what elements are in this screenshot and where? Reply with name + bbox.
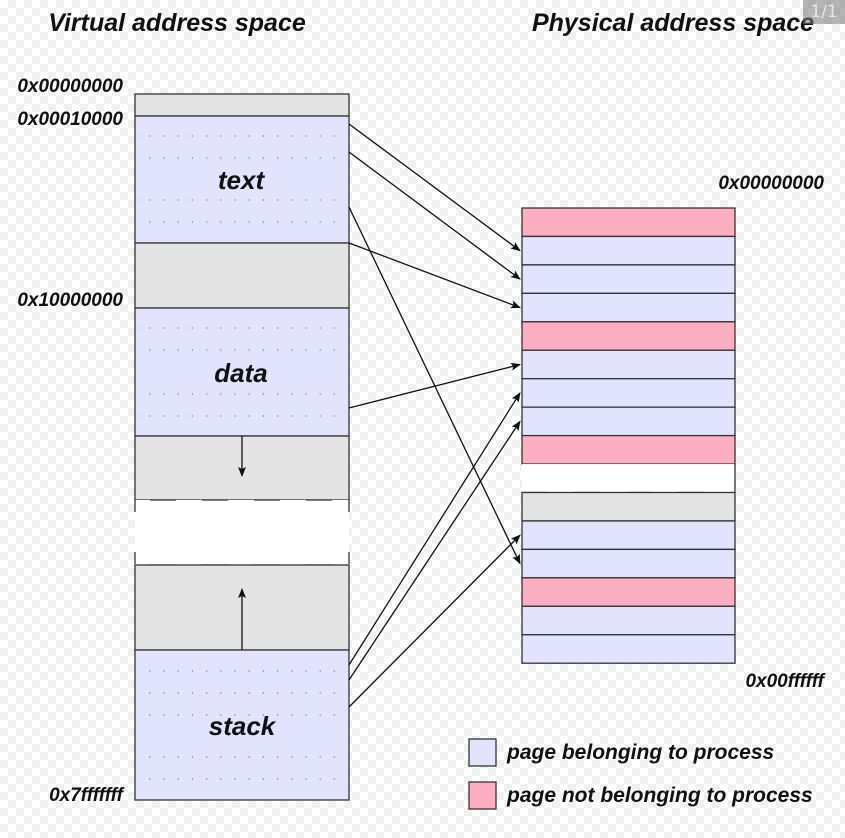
- page-counter: 1/1: [803, 0, 845, 24]
- physical-page-belonging: [521, 349, 736, 380]
- virtual-addr-start: 0x00000000: [17, 76, 123, 97]
- segment-stack: [134, 649, 350, 801]
- physical-page-belonging: [521, 406, 736, 437]
- mapping-arrow-stack: [348, 420, 521, 681]
- physical-page-not-belonging: [521, 434, 736, 465]
- segment-data: [134, 307, 350, 437]
- physical-page-belonging: [521, 605, 736, 636]
- segment-text-label: text: [218, 165, 266, 195]
- physical-page-belonging: [521, 292, 736, 323]
- segment-text: [134, 115, 350, 244]
- physical-page-belonging: [521, 634, 736, 664]
- segment-reserved: [134, 93, 350, 117]
- physical-addr-start: 0x00000000: [718, 173, 824, 194]
- legend: page belonging to process page not belon…: [468, 738, 813, 810]
- physical-addr-end: 0x00ffffff: [745, 671, 825, 692]
- physical-page-belonging: [521, 520, 736, 551]
- virtual-space-title: Virtual address space: [48, 9, 306, 37]
- virtual-addr-text-start: 0x00010000: [17, 109, 123, 130]
- page-mapping-arrows: [348, 123, 521, 708]
- physical-page-belonging: [521, 548, 736, 579]
- legend-swatch-not-belonging: [468, 781, 497, 810]
- virtual-address-column: text data stack: [134, 93, 350, 801]
- physical-page-belonging: [521, 378, 736, 408]
- segment-unused-1: [134, 242, 350, 309]
- virtual-addr-data-start: 0x10000000: [17, 290, 123, 311]
- legend-swatch-belonging: [468, 738, 497, 767]
- segment-stack-label: stack: [209, 711, 277, 741]
- virtual-addr-end: 0x7fffffff: [49, 785, 125, 806]
- mapping-arrow-text: [348, 242, 521, 309]
- mapping-arrow-data: [348, 362, 521, 409]
- physical-page-not-belonging: [521, 577, 736, 607]
- mapping-arrow-text: [348, 151, 521, 280]
- mapping-arrow-stack: [348, 392, 521, 666]
- physical-page-belonging: [521, 235, 736, 266]
- physical-address-column: [521, 207, 736, 664]
- segment-data-label: data: [214, 358, 267, 388]
- segment-gap: [135, 500, 349, 565]
- physical-page-not-belonging: [521, 321, 736, 351]
- mapping-arrow-text: [348, 206, 521, 565]
- physical-page-gap: [522, 464, 735, 493]
- mapping-arrow-text: [348, 123, 521, 252]
- physical-page-not-belonging: [521, 207, 736, 238]
- legend-label-belonging: page belonging to process: [506, 741, 774, 764]
- physical-page-unused: [521, 491, 736, 522]
- physical-space-title: Physical address space: [532, 9, 814, 37]
- legend-label-not-belonging: page not belonging to process: [506, 784, 813, 807]
- mapping-arrow-stack: [348, 534, 521, 708]
- physical-page-belonging: [521, 264, 736, 294]
